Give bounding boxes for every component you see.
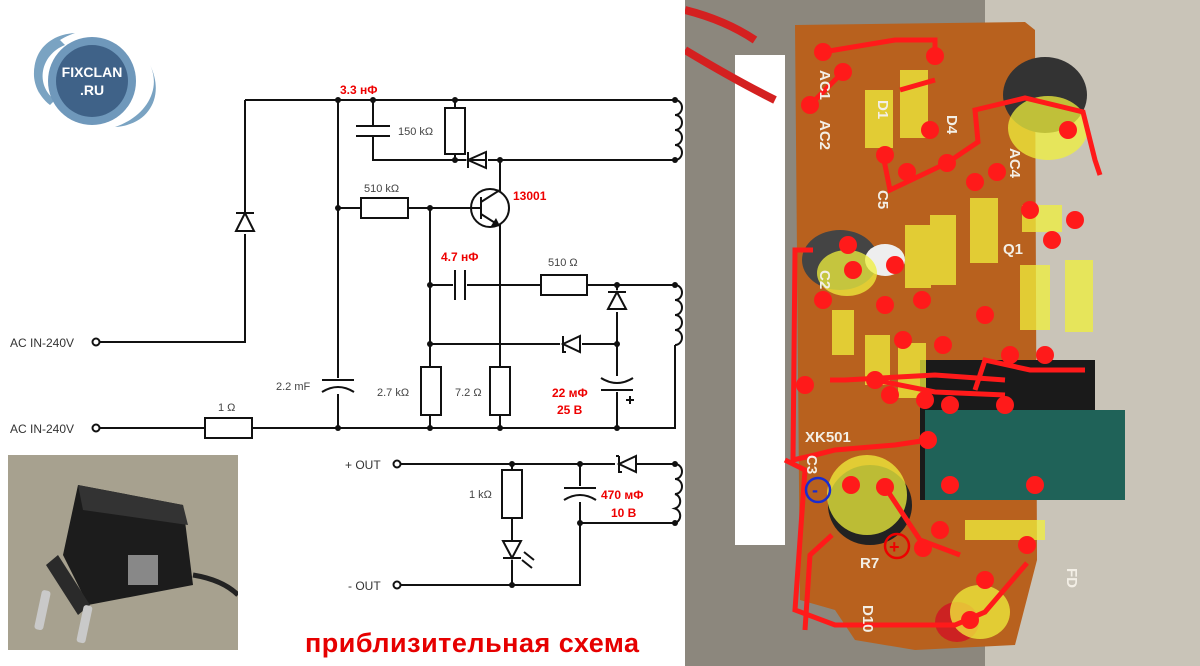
pcb-label-c5: C5 <box>874 190 891 209</box>
label-r-start: 510 kΩ <box>364 183 399 195</box>
label-r-feedback: 510 Ω <box>548 257 578 269</box>
white-gap <box>735 55 785 545</box>
pcb-label-ac2: AC2 <box>816 120 833 150</box>
fixclan-logo: FIXCLAN .RU <box>33 33 156 127</box>
resistor-2-7k <box>420 366 442 416</box>
label-c-out-value: 470 мФ <box>601 488 643 502</box>
pcb-label-c3: C3 <box>803 455 820 474</box>
transistor-13001 <box>470 160 510 240</box>
pcb-photo: - + AC1 AC2 D1 D4 AC4 C5 C2 Q1 XK501 C3 … <box>685 0 1200 666</box>
label-r-snubber: 150 kΩ <box>398 126 433 138</box>
primary-coil <box>674 99 683 161</box>
capacitor-3-3n <box>355 125 391 137</box>
label-r-led: 1 kΩ <box>469 489 492 501</box>
resistor-510 <box>540 274 588 296</box>
capacitor-2-2m <box>320 378 356 394</box>
capacitor-470u <box>562 486 598 502</box>
ac-in-label-top: AC IN-240V <box>10 336 74 350</box>
logo-text-1: FIXCLAN <box>62 64 123 80</box>
out-plus-label: + OUT <box>345 458 381 472</box>
pcb-label-ac4: AC4 <box>1006 148 1023 179</box>
pcb-label-d10: D10 <box>859 605 876 633</box>
label-r-input: 1 Ω <box>218 402 235 414</box>
label-c-out-voltage: 10 В <box>611 506 637 520</box>
traces <box>783 37 1103 631</box>
solder-points <box>796 43 1084 629</box>
caption: приблизительная схема <box>305 628 640 658</box>
out-minus-terminal <box>392 580 402 590</box>
base-clamp-diode <box>560 334 582 354</box>
capacitor-22u <box>599 376 635 404</box>
pcb-label-ac1: AC1 <box>816 70 833 100</box>
input-diode <box>234 210 256 234</box>
pcb-label-c2: C2 <box>816 270 833 289</box>
label-c-aux-voltage: 25 В <box>557 403 583 417</box>
label-c-feedback: 4.7 нФ <box>441 250 479 264</box>
minus-marker <box>804 476 832 504</box>
resistor-1k <box>501 469 523 519</box>
snubber-diode <box>465 150 488 170</box>
pcb-label-d4: D4 <box>943 115 960 135</box>
secondary-coil <box>671 463 683 524</box>
label-r-base: 2.7 kΩ <box>377 387 409 399</box>
label-c-main: 2.2 mF <box>276 381 311 393</box>
label-c-snubber: 3.3 нФ <box>340 83 378 97</box>
aux-coil <box>674 284 683 346</box>
pcb-label-model: XK501 <box>805 429 851 446</box>
ac-in-terminal-top <box>91 337 101 347</box>
minus-sign: - <box>812 480 818 500</box>
resistor-1 <box>204 417 253 439</box>
charger-photo <box>8 455 238 650</box>
logo-text-2: .RU <box>80 82 104 98</box>
plus-sign: + <box>889 537 900 557</box>
output-zener-diode <box>615 454 637 474</box>
pcb-label-d1: D1 <box>874 100 891 119</box>
resistor-510k <box>360 197 409 219</box>
ac-in-label-bottom: AC IN-240V <box>10 422 74 436</box>
out-plus-terminal <box>392 459 402 469</box>
plus-marker <box>883 532 911 560</box>
aux-rectifier-diode <box>606 289 628 312</box>
ac-in-terminal-bottom <box>91 423 101 433</box>
pcb-label-r7: R7 <box>860 555 879 572</box>
label-r-emitter: 7.2 Ω <box>455 387 482 399</box>
input-wires <box>685 6 777 104</box>
label-c-aux-value: 22 мФ <box>552 386 588 400</box>
resistor-7-2 <box>489 366 511 416</box>
capacitor-4-7n <box>453 270 467 300</box>
resistor-150k <box>444 107 466 155</box>
pcb-label-fd: FD <box>1063 568 1080 588</box>
pcb-label-q1: Q1 <box>1003 241 1023 258</box>
led <box>501 540 535 569</box>
out-minus-label: - OUT <box>348 579 381 593</box>
label-transistor: 13001 <box>513 189 547 203</box>
